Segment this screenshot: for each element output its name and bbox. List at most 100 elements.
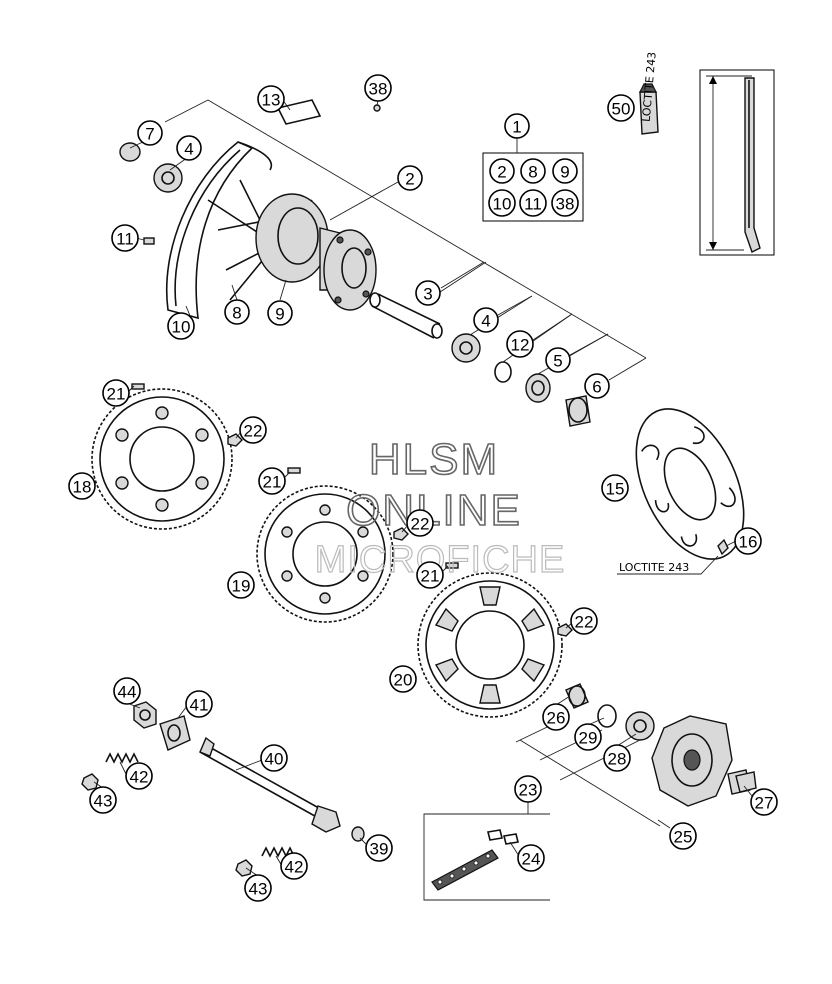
callout-11: 11 bbox=[111, 224, 139, 252]
callout-circle bbox=[514, 775, 542, 803]
callout-number: 22 bbox=[411, 515, 430, 534]
callout-13: 13 bbox=[257, 85, 285, 113]
callout-circle bbox=[185, 690, 213, 718]
callout-circle bbox=[176, 135, 202, 161]
callout-number: 18 bbox=[73, 478, 92, 497]
rear-wheel-assembly bbox=[119, 98, 647, 427]
callout-27: 27 bbox=[750, 788, 778, 816]
callout-25: 25 bbox=[669, 822, 697, 850]
callout-circle bbox=[397, 165, 423, 191]
callout-number: 28 bbox=[608, 750, 627, 769]
callout-circle bbox=[267, 300, 293, 326]
nut-22b bbox=[393, 527, 409, 541]
callout-number: 12 bbox=[511, 336, 530, 355]
callout-circle bbox=[506, 330, 534, 358]
callout-50: 50 bbox=[607, 94, 635, 122]
callout-6: 6 bbox=[584, 373, 610, 399]
callout-circle bbox=[545, 347, 571, 373]
callout-22: 22 bbox=[406, 509, 434, 537]
callout-circle bbox=[244, 874, 272, 902]
callout-circle bbox=[239, 416, 267, 444]
bolt-21a bbox=[131, 383, 145, 390]
sprocket-20 bbox=[417, 572, 563, 718]
kit-callout-number: 2 bbox=[497, 163, 506, 182]
callout-number: 26 bbox=[547, 709, 566, 728]
callout-circle bbox=[415, 280, 441, 306]
callout-number: 50 bbox=[612, 100, 631, 119]
callout-43: 43 bbox=[244, 874, 272, 902]
callout-circle bbox=[669, 822, 697, 850]
callout-20: 20 bbox=[389, 665, 417, 693]
kit-callout-2: 2 bbox=[489, 158, 515, 184]
callout-number: 29 bbox=[579, 729, 598, 748]
watermark-line-2: ONLINE bbox=[346, 486, 522, 535]
bolt-21b bbox=[287, 467, 301, 474]
callout-circle bbox=[227, 571, 255, 599]
callout-number: 9 bbox=[275, 305, 284, 324]
watermark-line-1: HLSM bbox=[369, 435, 499, 484]
kit-callout-number: 10 bbox=[493, 195, 512, 214]
callout-circle bbox=[416, 561, 444, 589]
kit-callout-number: 9 bbox=[560, 163, 569, 182]
axle-assembly bbox=[81, 701, 368, 877]
callout-26: 26 bbox=[542, 703, 570, 731]
callout-circle bbox=[473, 307, 499, 333]
callout-23: 23 bbox=[514, 775, 542, 803]
callout-38: 38 bbox=[364, 74, 392, 102]
callout-circle bbox=[603, 744, 631, 772]
callout-number: 39 bbox=[370, 840, 389, 859]
kit-callout-circle bbox=[488, 189, 516, 217]
callout-4: 4 bbox=[176, 135, 202, 161]
tube-label: LOCTITE 243 bbox=[640, 51, 659, 122]
callout-circle bbox=[750, 788, 778, 816]
callout-number: 40 bbox=[265, 750, 284, 769]
rim-tape bbox=[276, 99, 322, 125]
callout-4: 4 bbox=[473, 307, 499, 333]
callout-number: 21 bbox=[263, 473, 282, 492]
seal-ring bbox=[525, 373, 551, 403]
callout-circle bbox=[89, 786, 117, 814]
callout-number: 13 bbox=[262, 91, 281, 110]
chain-kit bbox=[423, 801, 550, 901]
callout-circle bbox=[584, 373, 610, 399]
kit-callout-38: 38 bbox=[551, 189, 579, 217]
callout-number: 23 bbox=[519, 781, 538, 800]
spoke-wrench-gauge bbox=[699, 69, 775, 256]
kit-callout-circle bbox=[552, 158, 578, 184]
callout-circle bbox=[365, 834, 393, 862]
callout-22: 22 bbox=[570, 607, 598, 635]
callout-5: 5 bbox=[545, 347, 571, 373]
callout-number: 27 bbox=[755, 794, 774, 813]
callout-43: 43 bbox=[89, 786, 117, 814]
sprocket-19 bbox=[256, 485, 394, 623]
callout-39: 39 bbox=[365, 834, 393, 862]
callout-circle bbox=[574, 723, 602, 751]
callout-3: 3 bbox=[415, 280, 441, 306]
kit-callout-8: 8 bbox=[520, 158, 546, 184]
callout-2: 2 bbox=[397, 165, 423, 191]
watermark: HLSM ONLINE MICROFICHE bbox=[314, 434, 565, 581]
callout-number: 20 bbox=[394, 671, 413, 690]
callout-19: 19 bbox=[227, 571, 255, 599]
callout-circle bbox=[224, 299, 250, 325]
callout-circle bbox=[734, 527, 762, 555]
kit-callout-number: 11 bbox=[524, 195, 542, 214]
callout-number: 21 bbox=[421, 567, 440, 586]
callout-number: 4 bbox=[184, 140, 193, 159]
kit-callout-circle bbox=[519, 189, 547, 217]
callout-circle bbox=[111, 224, 139, 252]
disc-bolt bbox=[717, 538, 729, 556]
callout-number: 1 bbox=[512, 118, 521, 137]
spacer-left bbox=[119, 142, 141, 162]
callout-29: 29 bbox=[574, 723, 602, 751]
callout-circle bbox=[260, 744, 288, 772]
callout-8: 8 bbox=[224, 299, 250, 325]
loctite-tube: LOCTITE 243 bbox=[639, 51, 659, 135]
callout-1: 1 bbox=[504, 113, 530, 139]
callout-circle bbox=[258, 467, 286, 495]
spacer-tube bbox=[371, 293, 441, 339]
callout-12: 12 bbox=[506, 330, 534, 358]
kit-callout-9: 9 bbox=[552, 158, 578, 184]
